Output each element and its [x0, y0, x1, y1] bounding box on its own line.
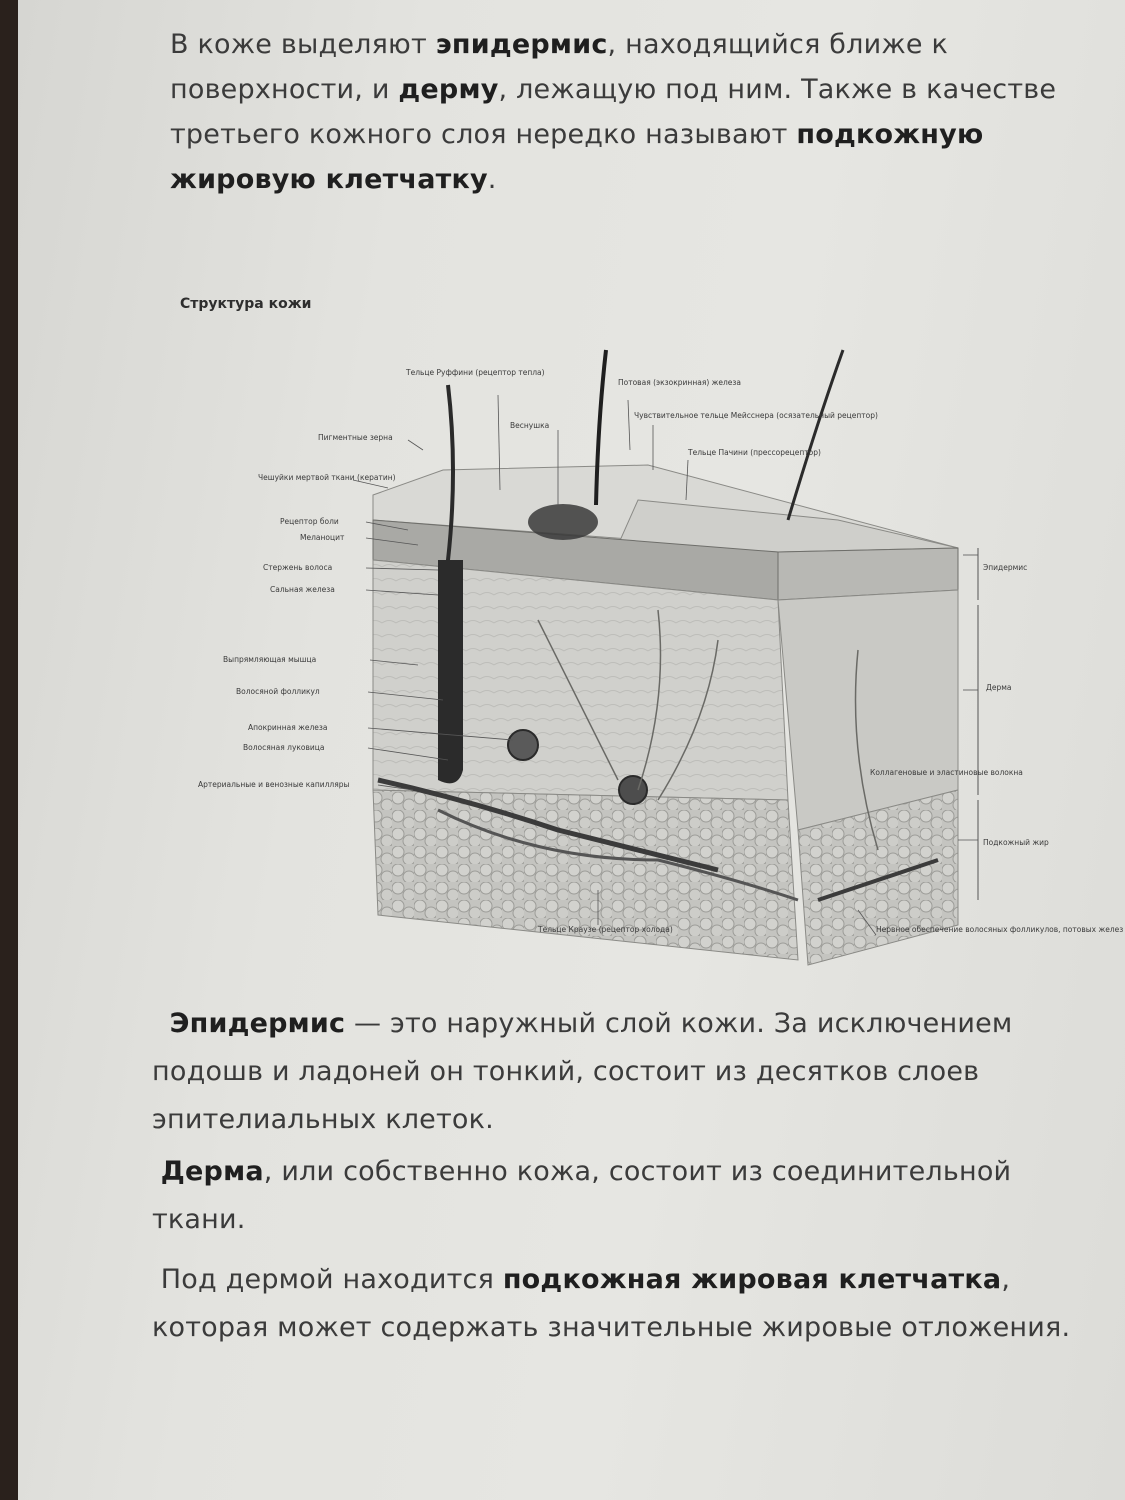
- blood-vessels: [377, 777, 719, 873]
- label-dermis: Дерма: [986, 683, 1012, 692]
- fat-layer: [372, 789, 799, 961]
- document-page: В коже выделяют эпидермис, находящийся б…: [18, 0, 1125, 1500]
- term-subcutaneous-fat: подкожную жировую клетчатку: [170, 119, 984, 195]
- epidermis-text: — это наружный слой кожи. За исключением…: [152, 1008, 1013, 1135]
- term-derma: дерму: [398, 74, 499, 105]
- apocrine-gland: [507, 729, 539, 761]
- label-subcutaneous-fat: Подкожный жир: [983, 838, 1049, 847]
- label-meissner: Чувствительное тельце Мейсснера (осязате…: [634, 411, 878, 420]
- intro-text: , находящийся ближе к поверхности, и: [170, 29, 948, 105]
- fat-paragraph: Под дермой находится подкожная жировая к…: [152, 1256, 1082, 1352]
- figure-title: Структура кожи: [180, 296, 312, 312]
- fat-side: [797, 789, 959, 966]
- term-derma: Дерма: [160, 1156, 264, 1187]
- label-melanocyte: Меланоцит: [300, 533, 345, 542]
- nerve-supply: [817, 858, 939, 902]
- fat-text: Под дермой находится: [160, 1264, 503, 1295]
- sweat-gland: [618, 775, 648, 805]
- derma-text: , или собственно кожа, состоит из соедин…: [152, 1156, 1012, 1235]
- label-hair-follicle: Волосяной фолликул: [236, 687, 320, 696]
- hair-shaft: [441, 384, 455, 771]
- term-epidermis: Эпидермис: [169, 1008, 346, 1039]
- label-nerve-supply: Нервное обеспечение волосяных фолликулов…: [876, 925, 1125, 934]
- intro-paragraph: В коже выделяют эпидермис, находящийся б…: [170, 22, 1070, 202]
- label-pain-receptor: Рецептор боли: [280, 517, 339, 526]
- term-subcutaneous-fat: подкожная жировая клетчатка: [502, 1264, 1002, 1295]
- intro-text: В коже выделяют: [170, 29, 436, 60]
- label-sweat-gland: Потовая (экзокринная) железа: [618, 378, 741, 387]
- hair: [786, 349, 845, 521]
- dermis-layer: [372, 559, 789, 801]
- nerve-fibers: [537, 609, 879, 851]
- leader-lines: [352, 394, 978, 936]
- label-freckle: Веснушка: [510, 421, 549, 430]
- label-collagen-fibers: Коллагеновые и эластиновые волокна: [870, 768, 1023, 777]
- label-apocrine-gland: Апокринная железа: [248, 723, 327, 732]
- label-hair-bulb: Волосяная луковица: [243, 743, 325, 752]
- hair-follicle: [438, 560, 463, 784]
- epidermis-paragraph: Эпидермис — это наружный слой кожи. За и…: [152, 1000, 1082, 1144]
- label-sebaceous-gland: Сальная железа: [270, 585, 335, 594]
- dermis-side: [777, 589, 959, 831]
- blood-vessels: [437, 808, 799, 902]
- label-dead-cell-scales: Чешуйки мертвой ткани (кератин): [258, 473, 396, 482]
- label-arrector-muscle: Выпрямляющая мышца: [223, 655, 316, 664]
- label-hair-shaft: Стержень волоса: [263, 563, 332, 572]
- label-capillaries: Артериальные и венозные капилляры: [198, 780, 350, 789]
- intro-text: , лежащую под ним. Также в качестве трет…: [170, 74, 1057, 150]
- label-epidermis: Эпидермис: [983, 563, 1027, 572]
- label-pacini: Тельце Пачини (прессорецептор): [687, 448, 821, 457]
- fat-text: , которая может содержать значительные ж…: [152, 1264, 1071, 1343]
- term-epidermis: эпидермис: [435, 29, 608, 60]
- label-pigment-granules: Пигментные зерна: [318, 433, 393, 442]
- intro-text: .: [487, 164, 497, 195]
- label-ruffini: Тельце Руффини (рецептор тепла): [405, 368, 545, 377]
- hair: [594, 349, 608, 506]
- skin-structure-diagram: Пигментные зерна Чешуйки мертвой ткани (…: [198, 349, 1125, 966]
- freckle: [528, 504, 598, 540]
- derma-paragraph: Дерма, или собственно кожа, состоит из с…: [152, 1148, 1052, 1244]
- label-krause: Тельце Краузе (рецептор холода): [537, 925, 673, 934]
